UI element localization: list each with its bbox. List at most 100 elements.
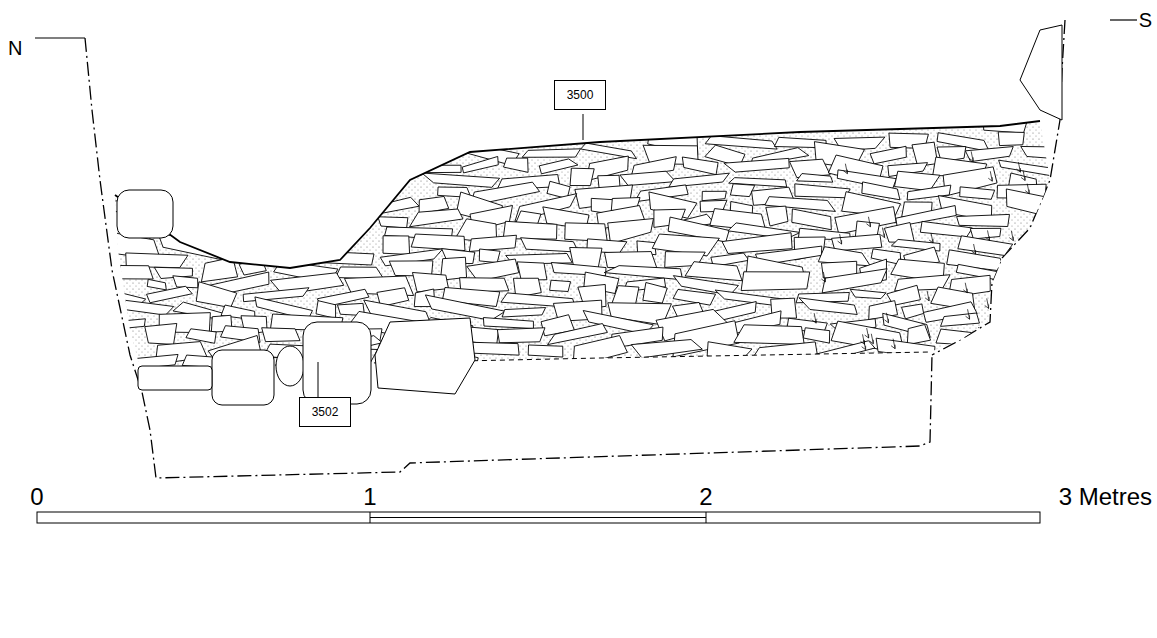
stone [685,262,742,281]
stone [122,319,145,329]
stone [483,318,533,329]
scale-number: 2 [699,485,712,509]
ground-line [1110,19,1137,20]
stone [528,345,563,357]
stone [766,206,788,226]
stone [497,328,545,343]
stone [907,325,930,345]
arrow-mark [1021,170,1025,180]
ground-line [35,37,85,38]
stone [822,269,887,293]
stone [573,336,627,367]
arrow-mark [862,340,866,350]
leader-line [583,114,584,140]
stone [816,341,874,362]
stone [425,295,505,320]
stone [243,288,309,302]
stone [1021,146,1056,158]
stone [147,279,166,290]
stone [502,308,545,317]
scale-unit: 3 Metres [1059,485,1152,509]
arrow-mark [969,151,973,161]
stone [965,147,1013,162]
stone [522,149,580,157]
stone [669,173,730,187]
stone [462,156,498,172]
stone [876,338,935,358]
stone [469,235,516,251]
stone [383,236,410,255]
arrow-mark [1025,184,1029,194]
fill-deposit [109,25,1066,405]
stone [920,221,972,237]
arrow-mark [985,298,989,308]
context-number: 3500 [567,88,594,102]
scale-bar [37,512,1040,523]
stone [803,328,829,343]
stone [550,280,571,291]
stone [504,158,529,172]
stone [724,158,789,172]
arrow-mark [925,291,929,301]
stone [1006,189,1061,220]
stone [316,301,336,319]
stone [201,257,237,282]
stone [1020,25,1062,120]
stone [517,262,547,280]
stone [998,132,1024,146]
stone [303,322,371,404]
leader-line [318,362,319,397]
stone [795,184,850,198]
stone [410,209,463,227]
stone [117,266,153,280]
stone [120,300,173,315]
arrow-mark [843,164,847,174]
stone [832,234,882,251]
arrow-mark [986,230,990,240]
stone [608,219,654,244]
arrow-mark [966,309,970,319]
stone [375,318,475,394]
surface-line [115,121,1040,268]
stone [936,329,986,345]
arrow-mark [838,234,842,244]
stone [707,342,752,360]
stone [196,282,237,308]
arrow-mark [1009,231,1013,241]
stone [412,272,448,291]
stone [741,272,810,291]
stone [570,168,594,185]
stone [186,329,216,344]
context-number: 3502 [312,405,339,419]
stone [212,350,274,405]
stone [411,234,465,251]
stone [960,187,995,199]
stone [380,197,419,213]
stone [850,289,886,298]
stone [145,323,177,344]
stone [239,257,266,275]
stone [957,214,1010,226]
arrow-mark [821,272,825,282]
stone [752,342,818,360]
cut-outline [85,20,1065,478]
arrow-mark [976,327,980,337]
arrow-mark [988,171,992,181]
stone [734,325,804,345]
context-box: 3500 [554,80,607,110]
stone [378,217,408,228]
stone [479,249,500,263]
stone [722,233,792,254]
arrow-mark [884,313,888,323]
arrow-mark [865,328,869,338]
arrow-mark [866,217,870,227]
context-box: 3502 [299,397,352,427]
arrow-mark [972,244,976,254]
stone [797,174,833,183]
stone [941,313,980,326]
arrow-mark [963,283,967,293]
arrow-mark [891,339,895,349]
stone [643,283,667,304]
stone [412,165,461,173]
arrow-mark [929,233,933,243]
